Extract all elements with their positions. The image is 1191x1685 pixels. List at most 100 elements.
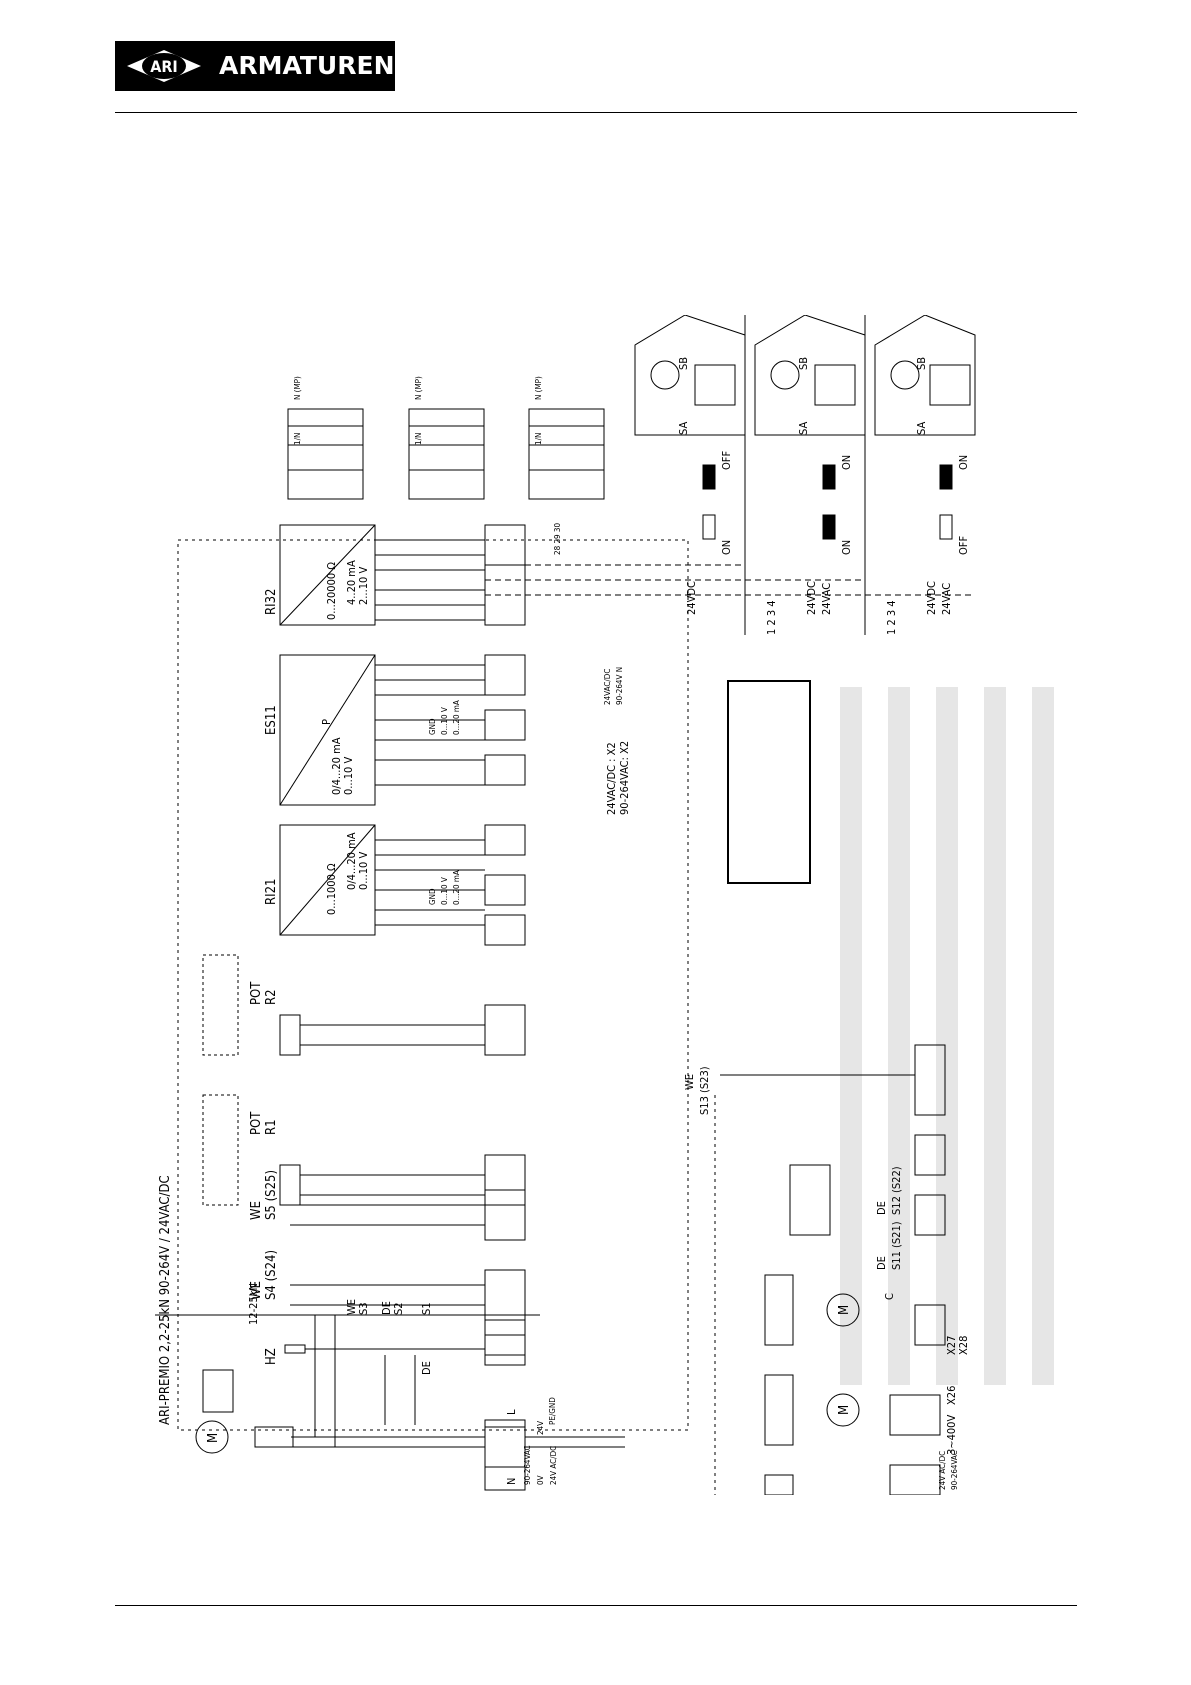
s2-label: S2	[392, 1302, 405, 1315]
main-motor-circuit	[195, 1314, 625, 1468]
s11-label: S11 (S21)	[890, 1221, 903, 1270]
relay2-header-n: N (MP)	[414, 376, 423, 400]
pe-label: PE/GND	[548, 1397, 557, 1425]
motor-1ph-label: M	[837, 1305, 852, 1315]
ri21-v: 0...10 V	[357, 852, 370, 890]
r1-label: R1	[264, 1119, 279, 1135]
terminal-strips	[484, 524, 526, 1491]
es11-gnd: GND	[428, 718, 437, 735]
motor-3ph-symbol-label: M	[837, 1405, 852, 1415]
s4-label: S4 (S24)	[264, 1250, 279, 1300]
ri21-label: RI21	[264, 879, 279, 905]
switch-3-on: ON	[957, 455, 970, 470]
switch-sb-1: SB	[677, 357, 690, 370]
supply-0v: 0V	[536, 1475, 545, 1485]
ari-logo: ARI ARMATUREN	[115, 41, 395, 91]
ri21-ma: 0/4...20 mA	[345, 832, 358, 890]
motor-dc-label-1: 24V AC/DC	[938, 1451, 947, 1490]
potentiometer-r1	[202, 1094, 485, 1206]
s11-de-label: DE	[875, 1256, 888, 1270]
supply-v1: 90-264VAC	[523, 1445, 532, 1485]
relay3-header-1n: 1/N	[534, 433, 543, 445]
es11-supply-2: 90-264VAC: X2	[618, 741, 631, 815]
ri32-ma: 4..20 mA	[345, 560, 358, 605]
switch-2-on-b: ON	[840, 540, 853, 555]
capacitor-label: C	[883, 1293, 896, 1300]
switch-sb-3: SB	[915, 357, 928, 370]
supply-n: N	[505, 1478, 518, 1485]
x28-label: X28	[957, 1336, 970, 1355]
ari-logo-badge: ARI	[123, 47, 205, 85]
switch-sa-1: SA	[677, 422, 690, 435]
ri21-in-20ma: 0...20 mA	[452, 870, 461, 905]
motor-main-label: M	[206, 1433, 221, 1443]
s12-de-label: DE	[875, 1201, 888, 1215]
s3-label: S3	[357, 1302, 370, 1315]
force-label: 12-25kN	[247, 1283, 260, 1325]
switch-2-on-a: ON	[840, 455, 853, 470]
relay-table-3	[528, 408, 605, 500]
r2-label: R2	[264, 989, 279, 1005]
supply-24acdc: 24V AC/DC	[549, 1446, 558, 1485]
ri32-out-24vdc-c: 24VDC	[925, 581, 938, 615]
ri32-range: 0...20000 Ω	[325, 562, 338, 620]
module-es11	[279, 654, 485, 806]
relay-table-1	[287, 408, 364, 500]
switch-sb-2: SB	[797, 357, 810, 370]
es11-terms-a: 24VAC/DC	[603, 669, 612, 705]
brand-name: ARMATUREN	[219, 51, 395, 80]
supply-24v: 24V	[536, 1421, 545, 1435]
ri21-range: 0...1000 Ω	[325, 863, 338, 915]
es11-label: ES11	[264, 705, 279, 735]
s13-we-label: WE	[683, 1074, 696, 1090]
es11-terms-b: 90-264V N	[615, 667, 624, 705]
s5-we-label: WE	[249, 1201, 264, 1220]
logo-mark-text: ARI	[150, 57, 178, 76]
relay2-header-1n: 1/N	[414, 433, 423, 445]
ri32-v: 2...10 V	[357, 567, 370, 605]
r1-pot-label: POT	[249, 1111, 264, 1135]
x26-label: X26	[945, 1386, 958, 1405]
es11-v: 0...10 V	[342, 757, 355, 795]
relay1-header-1n: 1/N	[293, 433, 302, 445]
switch-1-off: OFF	[720, 451, 733, 470]
ri32-label: RI32	[264, 589, 279, 615]
s4-we-label: WE	[249, 1281, 264, 1300]
ri32-out-24vac-b: 24VAC	[820, 583, 833, 615]
es11-ma: 0/4...20 mA	[330, 737, 343, 795]
x27-label: X27	[945, 1336, 958, 1355]
es11-in-20ma: 0...20 mA	[452, 700, 461, 735]
motor-dc-label-2: 90-264VAC	[950, 1450, 959, 1490]
supply-l: L	[505, 1409, 518, 1415]
footer-rule	[115, 1605, 1077, 1606]
switch-sa-2: SA	[797, 422, 810, 435]
module-ri32	[279, 524, 975, 626]
es11-in-10v: 0...10 V	[440, 707, 449, 735]
switch-sa-3: SA	[915, 422, 928, 435]
s1-de-label: DE	[420, 1361, 433, 1375]
s13-label: S13 (S23)	[698, 1066, 711, 1115]
relay-table-2	[408, 408, 485, 500]
product-label: ARI-PREMIO 2,2-25kN 90-264V / 24VAC/DC	[158, 1175, 173, 1425]
relay3-header-n: N (MP)	[534, 376, 543, 400]
module-ri21	[279, 824, 485, 936]
heater-hz	[284, 1344, 485, 1354]
ri32-out-24vac-c: 24VAC	[940, 583, 953, 615]
header-rule	[115, 112, 1077, 113]
x32-terms: 28 29 30	[553, 523, 562, 555]
potentiometer-r2	[202, 954, 485, 1056]
ri21-in-10v: 0...10 V	[440, 877, 449, 905]
motor-symbol	[195, 1420, 229, 1454]
wiring-diagram: ARI-PREMIO 2,2-25kN 90-264V / 24VAC/DC 1…	[155, 315, 1054, 1495]
es11-supply-1: 24VAC/DC : X2	[605, 742, 618, 815]
relay1-header-n: N (MP)	[293, 376, 302, 400]
es11-info-box	[727, 680, 811, 884]
s1-label: S1	[420, 1302, 433, 1315]
ri32-switch-terms-c: 1 2 3 4	[885, 600, 898, 635]
switch-1-on: ON	[720, 540, 733, 555]
limit-switch-s5	[290, 1204, 485, 1226]
ri32-out-24vdc-b: 24VDC	[805, 581, 818, 615]
s12-label: S12 (S22)	[890, 1166, 903, 1215]
s11-s13-info-box	[789, 1164, 831, 1236]
ri21-gnd: GND	[428, 888, 437, 905]
